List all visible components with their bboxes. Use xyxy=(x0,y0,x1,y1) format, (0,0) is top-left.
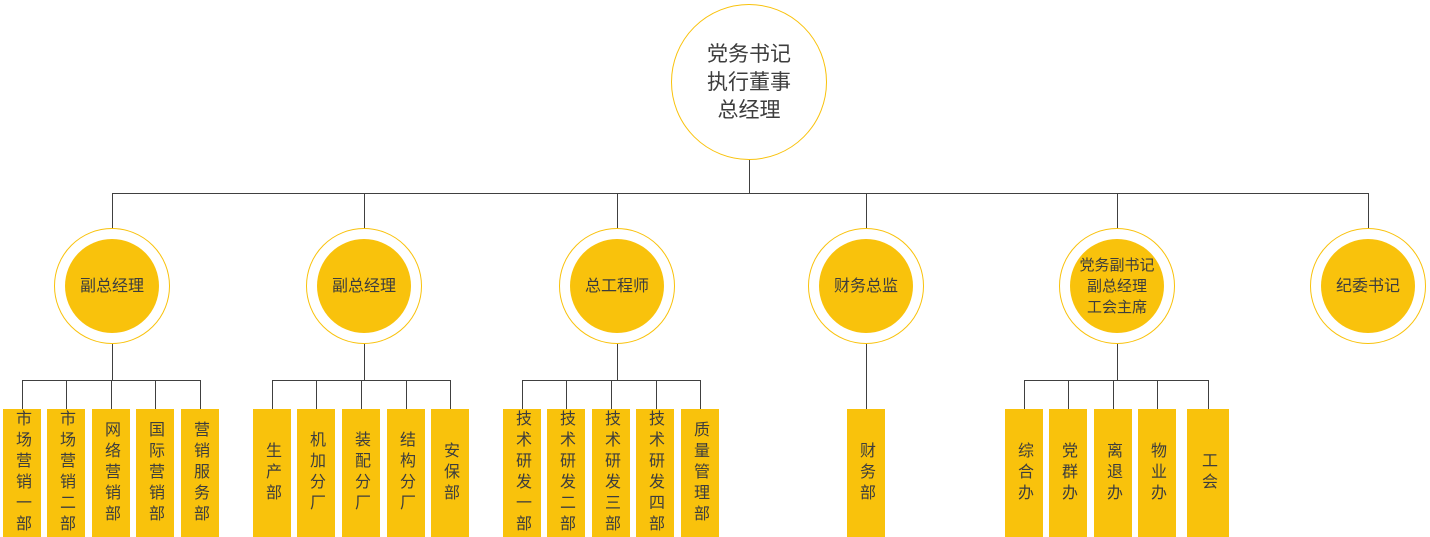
connector-drop xyxy=(566,380,567,409)
branch-disc: 财务总监 xyxy=(819,239,913,333)
branch-label: 财务总监 xyxy=(833,276,898,295)
org-node-root: 党务书记 执行董事 总经理 xyxy=(671,4,827,160)
dept-label: 市场营销二部 xyxy=(57,410,76,536)
connector-branch-stem xyxy=(866,344,867,409)
dept-label: 网络营销部 xyxy=(102,420,121,526)
dept-label: 结构分厂 xyxy=(397,431,416,515)
dept-label: 质量管理部 xyxy=(691,420,710,526)
connector-branch-stem xyxy=(1117,344,1118,380)
dept-label: 技术研发二部 xyxy=(557,410,576,536)
org-node-root-label: 党务书记 执行董事 总经理 xyxy=(707,42,791,122)
dept-box: 综合办 xyxy=(1005,409,1043,537)
connector-root-stem xyxy=(749,160,750,193)
connector-drop xyxy=(66,380,67,409)
connector-drop xyxy=(866,193,867,228)
dept-label: 生产部 xyxy=(263,441,282,505)
dept-label: 安保部 xyxy=(441,441,460,505)
dept-box: 网络营销部 xyxy=(92,409,130,537)
dept-label: 装配分厂 xyxy=(352,431,371,515)
branch-label: 副总经理 xyxy=(79,276,144,295)
connector-drop xyxy=(522,380,523,409)
dept-box: 结构分厂 xyxy=(387,409,425,537)
connector-drop xyxy=(316,380,317,409)
dept-label: 综合办 xyxy=(1015,441,1034,505)
dept-box: 财务部 xyxy=(847,409,885,537)
dept-label: 技术研发一部 xyxy=(513,410,532,536)
connector-branch-stem xyxy=(112,344,113,380)
dept-label: 技术研发三部 xyxy=(602,410,621,536)
org-node-branch-chief-engineer: 总工程师 xyxy=(559,228,675,344)
connector-drop xyxy=(1368,193,1369,228)
connector-drop xyxy=(112,193,113,228)
dept-box: 离退办 xyxy=(1094,409,1132,537)
org-node-branch-deputy-party-secretary: 党务副书记 副总经理 工会主席 xyxy=(1059,228,1175,344)
connector-drop xyxy=(1113,380,1114,409)
connector-drop xyxy=(406,380,407,409)
connector-drop xyxy=(272,380,273,409)
dept-box: 安保部 xyxy=(431,409,469,537)
connector-drop xyxy=(617,193,618,228)
branch-label: 副总经理 xyxy=(331,276,396,295)
dept-label: 物业办 xyxy=(1148,441,1167,505)
connector-drop xyxy=(611,380,612,409)
connector-drop xyxy=(1157,380,1158,409)
dept-box: 市场营销二部 xyxy=(47,409,85,537)
org-node-branch-vice-gm-2: 副总经理 xyxy=(306,228,422,344)
dept-box: 技术研发三部 xyxy=(592,409,630,537)
connector-drop xyxy=(450,380,451,409)
branch-disc: 副总经理 xyxy=(65,239,159,333)
org-node-branch-finance-director: 财务总监 xyxy=(808,228,924,344)
branch-label: 总工程师 xyxy=(584,276,649,295)
dept-box: 市场营销一部 xyxy=(3,409,41,537)
dept-box: 物业办 xyxy=(1138,409,1176,537)
dept-label: 国际营销部 xyxy=(146,420,165,526)
dept-label: 离退办 xyxy=(1104,441,1123,505)
branch-disc: 总工程师 xyxy=(570,239,664,333)
branch-label: 党务副书记 副总经理 工会主席 xyxy=(1079,255,1155,316)
connector-drop xyxy=(1208,380,1209,409)
dept-box: 质量管理部 xyxy=(681,409,719,537)
connector-drop xyxy=(155,380,156,409)
connector-drop xyxy=(1068,380,1069,409)
connector-branch-stem xyxy=(617,344,618,380)
connector-drop xyxy=(656,380,657,409)
dept-label: 营销服务部 xyxy=(191,420,210,526)
dept-label: 财务部 xyxy=(857,441,876,505)
connector-level1-rail xyxy=(112,193,1369,194)
org-node-branch-vice-gm-1: 副总经理 xyxy=(54,228,170,344)
branch-disc: 纪委书记 xyxy=(1321,239,1415,333)
connector-drop xyxy=(111,380,112,409)
dept-box: 技术研发二部 xyxy=(547,409,585,537)
dept-box: 装配分厂 xyxy=(342,409,380,537)
connector-drop xyxy=(1117,193,1118,228)
dept-box: 营销服务部 xyxy=(181,409,219,537)
connector-branch-stem xyxy=(364,344,365,380)
connector-drop xyxy=(200,380,201,409)
connector-drop xyxy=(364,193,365,228)
dept-label: 党群办 xyxy=(1059,441,1078,505)
dept-box: 机加分厂 xyxy=(297,409,335,537)
branch-disc: 副总经理 xyxy=(317,239,411,333)
dept-box: 生产部 xyxy=(253,409,291,537)
connector-drop xyxy=(1024,380,1025,409)
dept-box: 工会 xyxy=(1187,409,1229,537)
connector-drop xyxy=(700,380,701,409)
connector-group-rail xyxy=(1024,380,1209,381)
branch-label: 纪委书记 xyxy=(1335,276,1400,295)
connector-drop xyxy=(361,380,362,409)
dept-label: 工会 xyxy=(1199,452,1218,494)
dept-box: 技术研发一部 xyxy=(503,409,541,537)
dept-label: 市场营销一部 xyxy=(13,410,32,536)
dept-box: 国际营销部 xyxy=(136,409,174,537)
dept-box: 技术研发四部 xyxy=(636,409,674,537)
dept-label: 技术研发四部 xyxy=(646,410,665,536)
branch-disc: 党务副书记 副总经理 工会主席 xyxy=(1070,239,1164,333)
dept-box: 党群办 xyxy=(1049,409,1087,537)
connector-drop xyxy=(22,380,23,409)
dept-label: 机加分厂 xyxy=(307,431,326,515)
org-node-branch-discipline-secretary: 纪委书记 xyxy=(1310,228,1426,344)
